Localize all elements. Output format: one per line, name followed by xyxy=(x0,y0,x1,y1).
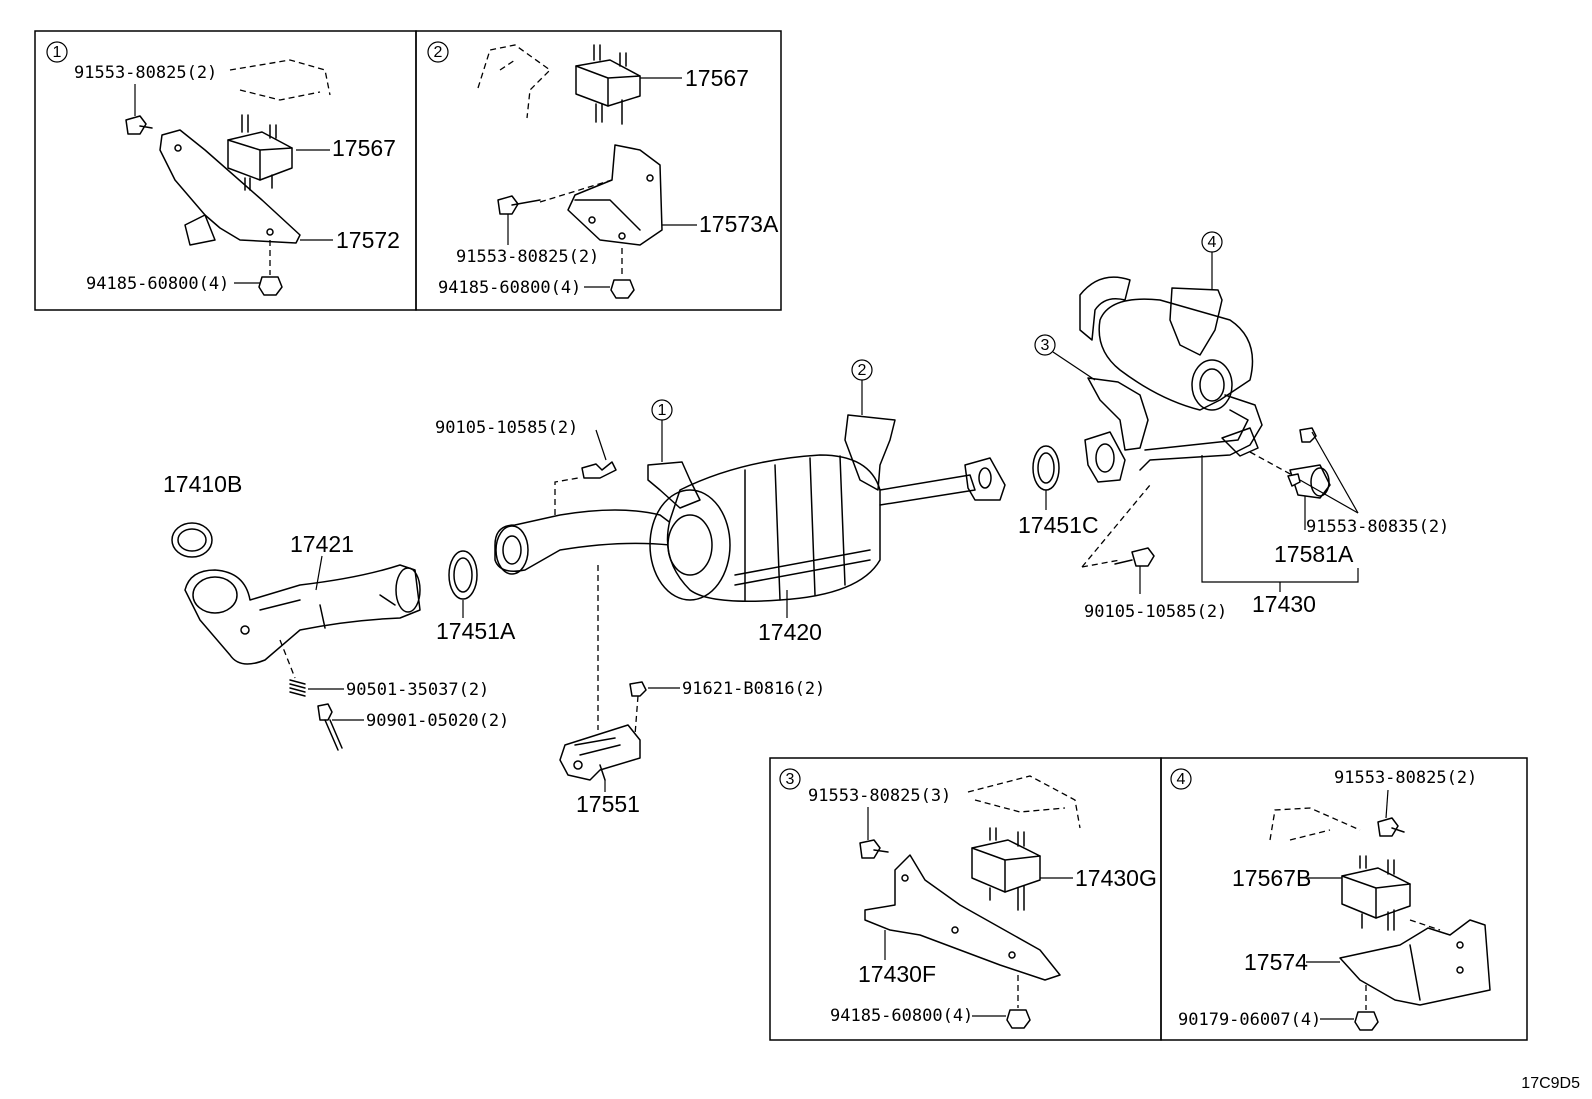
label-91553-80825-box4: 91553-80825(2) xyxy=(1334,768,1477,788)
label-91621-B0816: 91621-B0816(2) xyxy=(682,679,825,699)
svg-text:4: 4 xyxy=(1208,234,1217,251)
detail-box-4: 4 91553-80825(2) 17567B 17574 90179-0600… xyxy=(1160,757,1528,1041)
label-17551: 17551 xyxy=(576,791,640,817)
label-90105-10585-rear: 90105-10585(2) xyxy=(1084,602,1227,622)
label-91553-80835: 91553-80835(2) xyxy=(1306,517,1449,537)
svg-text:3: 3 xyxy=(1041,337,1050,354)
bolt-90105-front: 90105-10585(2) xyxy=(435,418,617,515)
label-90901-05020: 90901-05020(2) xyxy=(366,711,509,731)
detail-box-1: 1 91553-80825(2) 17567 17572 94185-60800… xyxy=(34,30,417,311)
label-17451C: 17451C xyxy=(1018,512,1099,538)
diagram-code: 17C9D5 xyxy=(1521,1075,1580,1092)
callout-1-label: 1 xyxy=(53,44,62,61)
front-pipe-17421: 17421 xyxy=(184,531,421,665)
label-91553-80825-box2: 91553-80825(2) xyxy=(456,247,599,267)
callout-3-main xyxy=(1034,334,1056,356)
svg-text:1: 1 xyxy=(658,402,667,419)
label-17451A: 17451A xyxy=(436,618,516,644)
detail-box-3: 3 91553-80825(3) 17430G 17430F 94185-608… xyxy=(769,757,1162,1041)
bolt-90901: 90901-05020(2) xyxy=(317,703,509,751)
hanger-17551: 17551 xyxy=(559,565,641,817)
label-91553-80825-box1: 91553-80825(2) xyxy=(74,63,217,83)
mount-17567-box2 xyxy=(575,44,641,125)
label-17574: 17574 xyxy=(1244,949,1308,975)
label-17430: 17430 xyxy=(1252,591,1316,617)
converter-17420: 1 2 17420 xyxy=(494,359,1006,645)
detail-box-2: 2 17567 17573A 91553-80825(2) 94185-6080… xyxy=(415,30,782,311)
label-17572: 17572 xyxy=(336,227,400,253)
callout-3-label: 3 xyxy=(786,771,795,788)
label-17567B: 17567B xyxy=(1232,865,1311,891)
gasket-17451C: 17451C xyxy=(1018,445,1099,538)
label-94185-60800-box1: 94185-60800(4) xyxy=(86,274,229,294)
label-91553-80825-box3: 91553-80825(3) xyxy=(808,786,951,806)
label-17573A: 17573A xyxy=(699,211,779,237)
gasket-17451A: 17451A xyxy=(436,550,516,644)
callout-2-marker xyxy=(427,41,449,63)
bolt-91621: 91621-B0816(2) xyxy=(629,679,825,736)
label-17567-box2: 17567 xyxy=(685,65,749,91)
label-17567-box1: 17567 xyxy=(332,135,396,161)
label-90105-10585-front: 90105-10585(2) xyxy=(435,418,578,438)
bolt-90105-rear: 90105-10585(2) xyxy=(1081,484,1227,622)
label-17430F: 17430F xyxy=(858,961,936,987)
label-17421: 17421 xyxy=(290,531,354,557)
label-17420: 17420 xyxy=(758,619,822,645)
label-17430G: 17430G xyxy=(1075,865,1157,891)
callout-3-marker xyxy=(779,768,801,790)
spring-90501: 90501-35037(2) xyxy=(279,639,489,700)
callout-4-label: 4 xyxy=(1177,771,1186,788)
mount-17567B xyxy=(1341,855,1411,931)
callout-4-marker xyxy=(1170,768,1192,790)
callout-2-label: 2 xyxy=(434,44,443,61)
gasket-17410B: 17410B xyxy=(163,471,242,558)
label-90179-06007: 90179-06007(4) xyxy=(1178,1010,1321,1030)
label-94185-60800-box3: 94185-60800(4) xyxy=(830,1006,973,1026)
muffler-assembly-17430: 4 3 91553-80835(2) 17581A 17430 xyxy=(1034,231,1449,617)
label-90501-35037: 90501-35037(2) xyxy=(346,680,489,700)
mount-17430G xyxy=(971,827,1041,911)
label-17410B: 17410B xyxy=(163,471,242,497)
callout-1-marker xyxy=(46,41,68,63)
label-17581A: 17581A xyxy=(1274,541,1354,567)
mount-17567-box1 xyxy=(227,114,293,191)
label-94185-60800-box2: 94185-60800(4) xyxy=(438,278,581,298)
svg-text:2: 2 xyxy=(858,362,867,379)
